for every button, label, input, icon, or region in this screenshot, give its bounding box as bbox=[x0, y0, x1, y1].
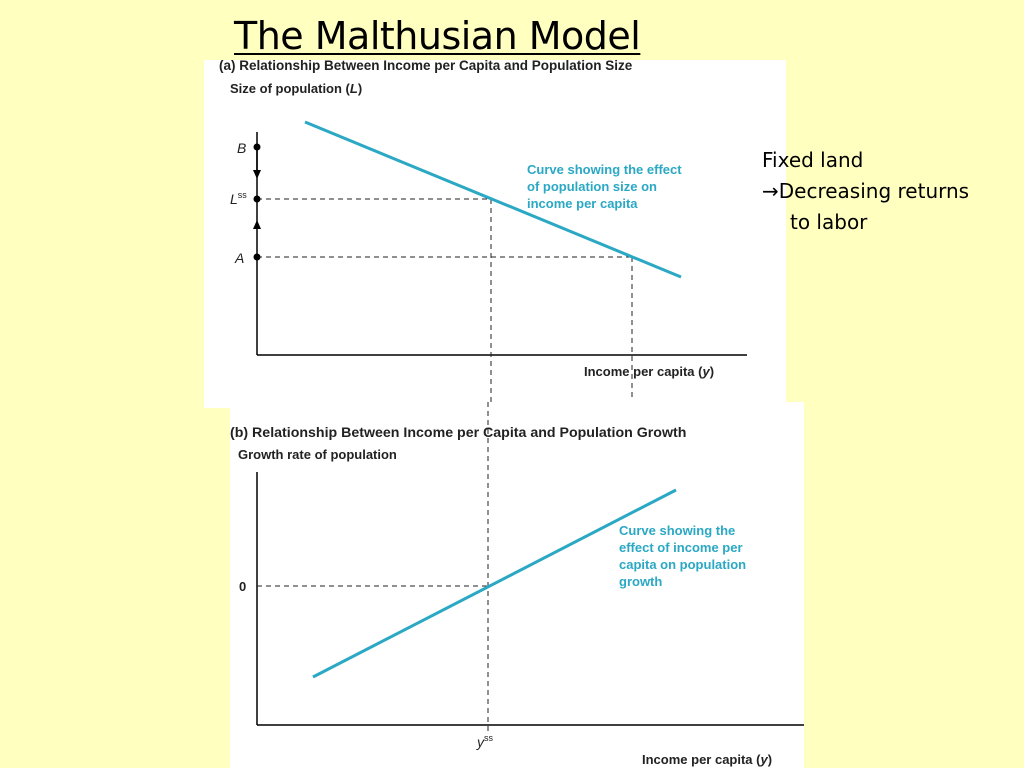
panel-a-point-a bbox=[253, 253, 261, 261]
panel-b-heading: (b) Relationship Between Income per Capi… bbox=[230, 425, 686, 441]
note-to-labor: to labor bbox=[790, 210, 868, 234]
slide-title: The Malthusian Model bbox=[234, 14, 641, 58]
note-fixed-land: Fixed land bbox=[762, 148, 864, 172]
panel-b-curve-label: Curve showing the effect of income per c… bbox=[619, 523, 750, 589]
panel-a: (a) Relationship Between Income per Capi… bbox=[204, 58, 786, 408]
panel-a-y-axis-label: Size of population (L) bbox=[230, 81, 362, 96]
panel-b-figure: (b) Relationship Between Income per Capi… bbox=[230, 402, 804, 767]
panel-a-curve bbox=[304, 120, 682, 279]
panel-b-curve-label-line: growth bbox=[619, 574, 662, 589]
note-decreasing-returns-text: Decreasing returns bbox=[778, 179, 970, 203]
panel-b-curve-label-line: effect of income per bbox=[619, 540, 743, 555]
panel-a-label-a: A bbox=[234, 250, 244, 266]
panel-a-curve-label-line: income per capita bbox=[527, 196, 638, 211]
panel-a-label-b: B bbox=[237, 140, 246, 156]
panel-a-x-axis-label: Income per capita (y) bbox=[584, 364, 714, 379]
panel-a-curve-label-line: Curve showing the effect bbox=[527, 162, 682, 177]
panel-b-curve bbox=[312, 488, 677, 679]
side-notes: Fixed land →Decreasing returns to labor bbox=[762, 145, 969, 238]
panel-b-curve-label-line: capita on population bbox=[619, 557, 746, 572]
arrow-right-icon: → bbox=[762, 179, 779, 203]
panel-a-point-lss bbox=[253, 195, 261, 203]
panel-a-figure: (a) Relationship Between Income per Capi… bbox=[219, 58, 747, 408]
panel-a-curve-label-line: of population size on bbox=[527, 179, 657, 194]
panel-a-point-b bbox=[253, 143, 261, 151]
panel-b-x-axis-label: Income per capita (y) bbox=[642, 752, 772, 767]
panel-a-heading: (a) Relationship Between Income per Capi… bbox=[219, 58, 633, 73]
panel-a-curve-label: Curve showing the effect of population s… bbox=[527, 162, 685, 211]
panel-a-arrow-up-icon bbox=[253, 220, 261, 229]
panel-b: (b) Relationship Between Income per Capi… bbox=[230, 402, 804, 768]
panel-b-zero-label: 0 bbox=[239, 579, 246, 594]
panel-b-yss-label: yss bbox=[476, 733, 494, 750]
panel-a-arrow-down-icon bbox=[253, 170, 261, 179]
note-decreasing-returns: →Decreasing returns bbox=[762, 176, 969, 207]
panel-a-label-lss: Lss bbox=[230, 190, 247, 207]
panel-b-curve-label-line: Curve showing the bbox=[619, 523, 735, 538]
panel-b-y-axis-label: Growth rate of population bbox=[238, 447, 397, 462]
